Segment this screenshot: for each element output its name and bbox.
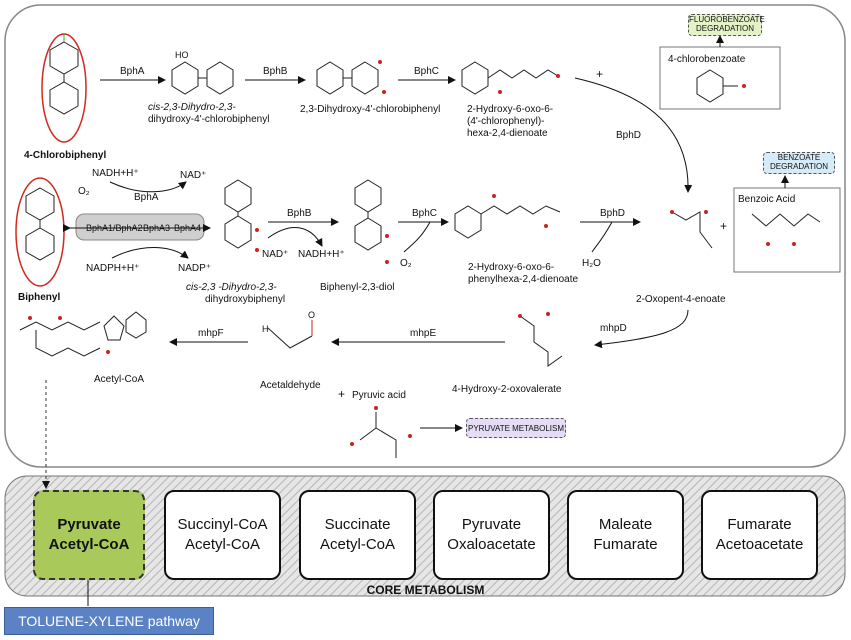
hydroxy-oxovalerate-label: 4-Hydroxy-2-oxovalerate bbox=[452, 384, 562, 395]
nadph-1: NADPH+H⁺ bbox=[86, 263, 139, 274]
dihydroxybiphenyl-label-1: cis-2,3 -Dihydro-2,3- bbox=[186, 282, 277, 293]
toluene-xylene-pathway[interactable]: TOLUENE-XYLENE pathway bbox=[4, 607, 214, 635]
plus-3: + bbox=[338, 387, 345, 401]
pyruvic-acid-structure bbox=[350, 406, 412, 458]
enzyme-bphc-2: BphC bbox=[412, 208, 437, 219]
core-box-succinylcoa-acetylcoa[interactable]: Succinyl-CoA Acetyl-CoA bbox=[164, 490, 281, 580]
core-box-line: Pyruvate bbox=[57, 516, 121, 533]
enzyme-bphd-1: BphD bbox=[616, 130, 641, 141]
dihydrodiol-chloro-structure: HO bbox=[171, 50, 234, 95]
dihydroxy-chloro-label: 2,3-Dihydroxy-4'-chlorobiphenyl bbox=[300, 104, 440, 115]
nadp-1: NADP⁺ bbox=[178, 263, 211, 274]
hopda-label-2: phenylhexa-2,4-dienoate bbox=[468, 274, 579, 285]
core-box-line: Fumarate bbox=[727, 516, 792, 533]
core-box-maleate-fumarate[interactable]: Maleate Fumarate bbox=[567, 490, 684, 580]
chlorobenzoate-label: 4-chlorobenzoate bbox=[668, 54, 746, 65]
enzyme-bpha-2: BphA bbox=[134, 192, 159, 203]
core-box-line: Oxaloacetate bbox=[447, 536, 536, 553]
core-box-line: Succinyl-CoA bbox=[177, 516, 268, 533]
tag-fluorobenzoate[interactable]: FLUOROBENZOATE DEGRADATION bbox=[688, 14, 765, 36]
core-box-pyruvate-acetylcoa[interactable]: Pyruvate Acetyl-CoA bbox=[33, 490, 145, 580]
dihydroxybiphenyl-structure bbox=[224, 179, 259, 252]
svg-text:HO: HO bbox=[175, 50, 189, 60]
dihydroxybiphenyl-label-2: dihydroxybiphenyl bbox=[205, 294, 285, 305]
chlorobiphenyl-label: 4-Chlorobiphenyl bbox=[24, 150, 106, 161]
core-box-line: Maleate bbox=[598, 516, 653, 533]
hopda-structure bbox=[454, 194, 561, 239]
dihydrodiol-chloro-label-1: cis-2,3-Dihydro-2,3- bbox=[148, 102, 236, 113]
tag-pyruvate-text: PYRUVATE METABOLISM bbox=[467, 423, 564, 433]
oxopentenoate-structure bbox=[670, 210, 713, 249]
enzyme-mhpd: mhpD bbox=[600, 323, 627, 334]
benzoic-acid-box bbox=[733, 187, 841, 273]
o2-2: O₂ bbox=[400, 258, 412, 269]
core-metabolism-label: CORE METABOLISM bbox=[366, 583, 485, 597]
tag-fluorobenzoate-text: FLUOROBENZOATE DEGRADATION bbox=[689, 15, 765, 33]
hopda-chloro-label-2: (4'-chlorophenyl)- bbox=[467, 116, 545, 127]
core-box-line: Acetyl-CoA bbox=[48, 536, 130, 553]
enzyme-bphb-2: BphB bbox=[287, 208, 312, 219]
enzyme-bpha3: BphA3 bbox=[143, 223, 170, 233]
pathway-frame bbox=[4, 4, 846, 468]
nadh-1: NADH+H⁺ bbox=[92, 168, 139, 179]
enzyme-mhpf: mhpF bbox=[198, 328, 224, 339]
acetyl-coa-structure bbox=[19, 311, 147, 357]
nad-1: NAD⁺ bbox=[180, 170, 206, 181]
hopda-chloro-label-1: 2-Hydroxy-6-oxo-6- bbox=[467, 104, 553, 115]
tag-pyruvate[interactable]: PYRUVATE METABOLISM bbox=[466, 418, 566, 438]
acetyl-coa-label: Acetyl-CoA bbox=[94, 374, 144, 385]
core-box-line: Acetyl-CoA bbox=[184, 536, 261, 553]
chlorobenzoate-structure bbox=[696, 69, 746, 103]
acetaldehyde-structure: H O bbox=[262, 310, 315, 349]
core-box-line: Succinate bbox=[324, 516, 391, 533]
core-box-line: Acetoacetate bbox=[715, 536, 804, 553]
hopda-chloro-label-3: hexa-2,4-dienoate bbox=[467, 128, 548, 139]
nadh-2: NADH+H⁺ bbox=[298, 249, 345, 260]
core-box-pyruvate-oxaloacetate[interactable]: Pyruvate Oxaloacetate bbox=[433, 490, 550, 580]
svg-text:H: H bbox=[262, 324, 269, 334]
dihydrodiol-chloro-label-2: dihydroxy-4'-chlorobiphenyl bbox=[148, 114, 269, 125]
oxopentenoate-label: 2-Oxopent-4-enoate bbox=[636, 294, 726, 305]
enzyme-bpha-1: BphA bbox=[120, 66, 145, 77]
tag-benzoate-text: BENZOATE DEGRADATION bbox=[769, 153, 829, 171]
biphenyl-diol-label: Biphenyl-2,3-diol bbox=[320, 282, 395, 293]
chlorobiphenyl-structure bbox=[41, 33, 87, 143]
h2o-1: H₂O bbox=[582, 258, 601, 269]
biphenyl-structure bbox=[15, 177, 65, 287]
enzyme-bphc-1: BphC bbox=[414, 66, 439, 77]
hydroxy-oxovalerate-structure bbox=[518, 312, 563, 367]
biphenyl-diol-structure bbox=[354, 179, 389, 264]
core-box-line: Acetyl-CoA bbox=[319, 536, 396, 553]
o2-1: O₂ bbox=[78, 186, 90, 197]
core-box-line: Pyruvate bbox=[461, 516, 522, 533]
benzoic-acid-structure bbox=[751, 213, 821, 246]
svg-text:O: O bbox=[308, 310, 315, 320]
plus-2: + bbox=[720, 219, 727, 233]
chlorobenzoate-box bbox=[659, 46, 781, 110]
acetaldehyde-label: Acetaldehyde bbox=[260, 380, 321, 391]
core-box-fumarate-acetoacetate[interactable]: Fumarate Acetoacetate bbox=[701, 490, 818, 580]
enzyme-mhpe: mhpE bbox=[410, 328, 436, 339]
enzyme-bpha4: BphA4 bbox=[174, 223, 201, 233]
biphenyl-label: Biphenyl bbox=[18, 292, 60, 303]
core-box-line: Fumarate bbox=[593, 536, 658, 553]
benzoic-acid-label: Benzoic Acid bbox=[738, 194, 795, 205]
nad-2: NAD⁺ bbox=[262, 249, 288, 260]
tag-benzoate[interactable]: BENZOATE DEGRADATION bbox=[763, 152, 835, 174]
hopda-chloro-structure bbox=[461, 61, 560, 95]
enzyme-bphd-2: BphD bbox=[600, 208, 625, 219]
enzyme-bphb-1: BphB bbox=[263, 66, 288, 77]
hopda-label-1: 2-Hydroxy-6-oxo-6- bbox=[468, 262, 554, 273]
pyruvic-acid-label: Pyruvic acid bbox=[352, 390, 406, 401]
dihydroxy-chloro-structure bbox=[316, 60, 386, 95]
core-box-succinate-acetylcoa[interactable]: Succinate Acetyl-CoA bbox=[299, 490, 416, 580]
plus-1: + bbox=[596, 67, 603, 81]
enzyme-bpha1a2: BphA1/BphA2 bbox=[86, 223, 143, 233]
